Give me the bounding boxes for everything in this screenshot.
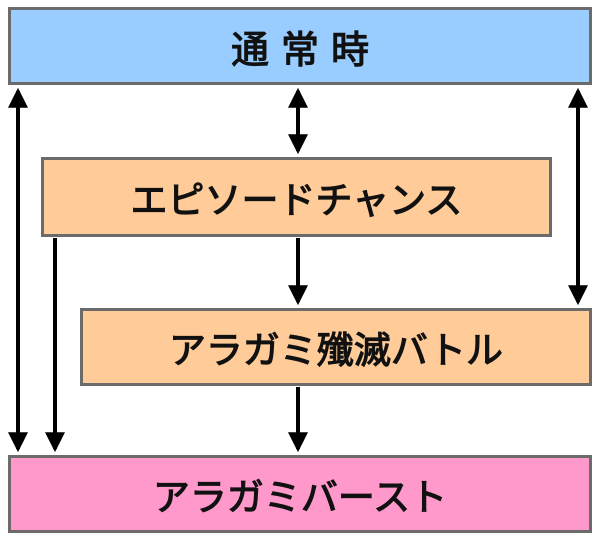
state-normal-label: 通常時 [230,27,381,72]
state-aragami-burst-label: アラガミバースト [152,476,448,519]
state-aragami-battle-label: アラガミ殲滅バトル [168,329,504,372]
state-episode-chance: エピソードチャンス [41,157,552,237]
state-episode-chance-label: エピソードチャンス [130,179,463,222]
state-aragami-burst: アラガミバースト [8,455,592,533]
state-normal: 通常時 [8,7,592,85]
state-aragami-battle: アラガミ殲滅バトル [80,308,592,386]
